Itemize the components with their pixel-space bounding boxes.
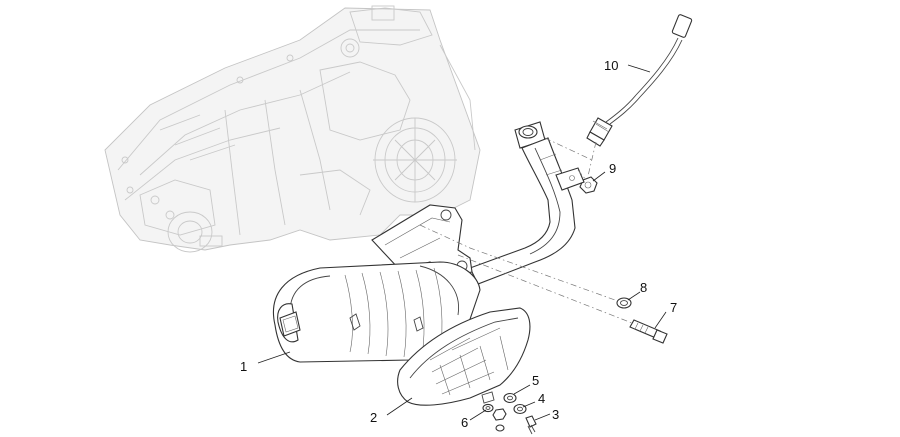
callout-6: 6 bbox=[461, 415, 468, 430]
washer-part-6 bbox=[482, 403, 494, 413]
heat-shield-part-2 bbox=[397, 307, 531, 406]
washer-part-4 bbox=[513, 403, 527, 415]
callout-9: 9 bbox=[609, 161, 616, 176]
screw-part-3 bbox=[525, 415, 537, 428]
callout-7: 7 bbox=[670, 300, 677, 315]
callout-4: 4 bbox=[538, 391, 545, 406]
hardware-parts-3-6 bbox=[482, 392, 537, 435]
leader-lines bbox=[257, 64, 667, 421]
oxygen-sensor-part-10 bbox=[586, 14, 693, 147]
callout-1: 1 bbox=[240, 359, 247, 374]
washer-part-5 bbox=[503, 392, 517, 404]
callout-labels: 1 2 3 4 5 6 7 8 9 10 bbox=[240, 58, 677, 430]
bolt-part-7 bbox=[629, 319, 668, 344]
callout-5: 5 bbox=[532, 373, 539, 388]
engine-ghost bbox=[104, 5, 481, 253]
callout-10: 10 bbox=[604, 58, 618, 73]
muffler-part-1 bbox=[273, 204, 481, 363]
nut-part-9 bbox=[579, 176, 598, 194]
callout-3: 3 bbox=[552, 407, 559, 422]
assembly-lines bbox=[419, 137, 633, 324]
exhaust-header-pipe bbox=[469, 121, 585, 285]
callout-8: 8 bbox=[640, 280, 647, 295]
callout-2: 2 bbox=[370, 410, 377, 425]
gasket-part-8 bbox=[616, 297, 632, 309]
